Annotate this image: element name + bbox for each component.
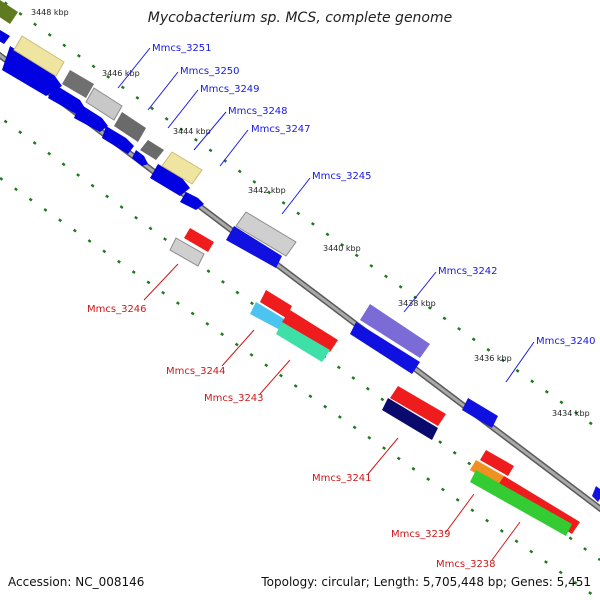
- gene-label[interactable]: Mmcs_3247: [251, 124, 311, 135]
- tick-label-3444: 3444 kbp: [173, 127, 211, 136]
- gene-label[interactable]: Mmcs_3251: [152, 43, 212, 54]
- reverse-gene-labels: Mmcs_3246 Mmcs_3244 Mmcs_3243 Mmcs_3241 …: [87, 263, 521, 570]
- gene-label[interactable]: Mmcs_3244: [166, 366, 226, 377]
- gene-label[interactable]: Mmcs_3243: [204, 393, 264, 404]
- tick-label-3448: 3448 kbp: [31, 8, 69, 17]
- cds-arrow: [132, 150, 148, 166]
- gene-block: [250, 302, 286, 330]
- cds-arrow: [184, 228, 214, 252]
- cds-arrow: [480, 450, 514, 476]
- tick-label-3436: 3436 kbp: [474, 354, 512, 363]
- tick-label-3442: 3442 kbp: [248, 186, 286, 195]
- gene-label[interactable]: Mmcs_3242: [438, 266, 498, 277]
- tick-label-3434: 3434 kbp: [552, 409, 590, 418]
- gene-block: [114, 112, 146, 142]
- gene-block: [13, 35, 65, 77]
- cds-arrow: [150, 164, 190, 196]
- gene-block: [62, 70, 94, 98]
- coordinate-labels: 3448 kbp 3446 kbp 3444 kbp 3442 kbp 3440…: [31, 8, 590, 418]
- gene-block: [382, 398, 438, 440]
- cds-arrow: [180, 192, 204, 210]
- gene-label[interactable]: Mmcs_3249: [200, 84, 260, 95]
- cds-arrow: [390, 386, 446, 426]
- gene-block: [360, 304, 430, 358]
- cds-arrow: [102, 126, 134, 154]
- gene-block: [169, 237, 205, 267]
- gene-block: [470, 470, 572, 536]
- gene-label[interactable]: Mmcs_3238: [436, 559, 496, 570]
- reverse-cds-track: [169, 228, 580, 536]
- gene-label[interactable]: Mmcs_3245: [312, 171, 372, 182]
- cds-arrow: [2, 46, 62, 96]
- forward-gene-labels: Mmcs_3251 Mmcs_3250 Mmcs_3249 Mmcs_3248 …: [117, 43, 596, 383]
- gene-block: [85, 87, 123, 121]
- gene-block: [462, 398, 498, 428]
- cds-arrow: [260, 290, 292, 318]
- gene-label[interactable]: Mmcs_3239: [391, 529, 451, 540]
- tick-label-3438: 3438 kbp: [398, 299, 436, 308]
- gene-label[interactable]: Mmcs_3246: [87, 304, 147, 315]
- gene-block: [350, 322, 420, 374]
- forward-gene-blocks: [0, 0, 600, 502]
- gene-block: [140, 140, 164, 160]
- accession-text: Accession: NC_008146: [8, 575, 144, 589]
- guide-line-outer-forward: [0, 0, 600, 432]
- gene-block: [235, 211, 297, 257]
- tick-label-3446: 3446 kbp: [102, 69, 140, 78]
- gene-label[interactable]: Mmcs_3241: [312, 473, 372, 484]
- gene-block: [592, 486, 600, 502]
- cds-arrow: [48, 84, 86, 114]
- gene-label[interactable]: Mmcs_3250: [180, 66, 240, 77]
- gene-block: [226, 226, 282, 268]
- guide-line-inner-reverse: [0, 176, 600, 600]
- map-title: Mycobacterium sp. MCS, complete genome: [148, 10, 453, 26]
- tick-label-3440: 3440 kbp: [323, 244, 361, 253]
- forward-cds-track: [0, 30, 204, 210]
- gene-label[interactable]: Mmcs_3248: [228, 106, 288, 117]
- gene-block: [0, 0, 18, 24]
- gene-block: [161, 151, 203, 185]
- cds-arrow: [74, 104, 108, 132]
- gene-block: [276, 322, 330, 362]
- gene-block: [470, 460, 504, 486]
- cds-arrow: [282, 310, 338, 352]
- gene-label[interactable]: Mmcs_3240: [536, 336, 596, 347]
- topology-text: Topology: circular; Length: 5,705,448 bp…: [260, 575, 591, 589]
- cds-arrow: [0, 30, 10, 44]
